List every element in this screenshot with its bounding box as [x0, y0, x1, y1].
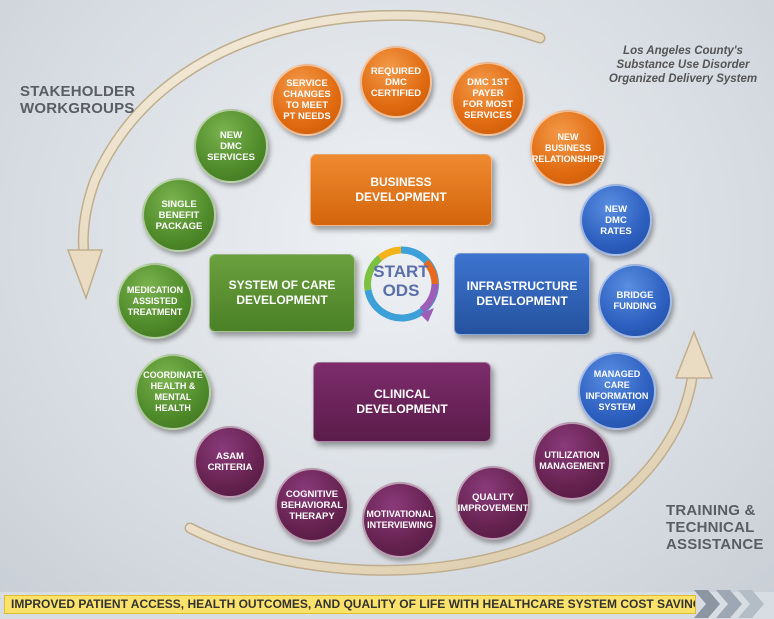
- circle-cognitive-behavioral-therapy[interactable]: COGNITIVE BEHAVIORAL THERAPY: [275, 468, 349, 542]
- start-text: START: [373, 262, 429, 281]
- start-ods-cycle-icon: [364, 246, 439, 322]
- system-of-care-development-box[interactable]: SYSTEM OF CARE DEVELOPMENT: [209, 254, 355, 332]
- circle-managed-care-information-system[interactable]: MANAGED CARE INFORMATION SYSTEM: [578, 352, 656, 430]
- training-arrowhead: [674, 329, 714, 379]
- business-development-box[interactable]: BUSINESS DEVELOPMENT: [310, 154, 492, 226]
- circle-new-dmc-services[interactable]: NEW DMC SERVICES: [194, 109, 268, 183]
- page-title: Los Angeles County's Substance Use Disor…: [608, 45, 758, 85]
- circle-single-benefit-package[interactable]: SINGLE BENEFIT PACKAGE: [142, 178, 216, 252]
- banner-text: IMPROVED PATIENT ACCESS, HEALTH OUTCOMES…: [11, 597, 696, 611]
- circle-service-changes[interactable]: SERVICE CHANGES TO MEET PT NEEDS: [271, 64, 343, 136]
- chevron-arrows-icon: [694, 590, 764, 618]
- stakeholder-arrowhead: [66, 249, 104, 301]
- ods-text: ODS: [382, 281, 420, 300]
- circle-motivational-interviewing[interactable]: MOTIVATIONAL INTERVIEWING: [362, 482, 438, 558]
- clinical-development-box[interactable]: CLINICAL DEVELOPMENT: [313, 362, 491, 442]
- circle-asam-criteria[interactable]: ASAM CRITERIA: [194, 426, 266, 498]
- cycle-arrows: [66, 9, 714, 576]
- circle-bridge-funding[interactable]: BRIDGE FUNDING: [598, 264, 672, 338]
- circle-new-dmc-rates[interactable]: NEW DMC RATES: [580, 184, 652, 256]
- circle-new-business-relationships[interactable]: NEW BUSINESS RELATIONSHIPS: [530, 110, 606, 186]
- circle-required-dmc-certified[interactable]: REQUIRED DMC CERTIFIED: [360, 46, 432, 118]
- start-ods-label: START ODS: [360, 262, 442, 300]
- training-assistance-label: TRAINING & TECHNICAL ASSISTANCE: [666, 502, 764, 553]
- outcome-banner: IMPROVED PATIENT ACCESS, HEALTH OUTCOMES…: [4, 595, 696, 614]
- circle-quality-improvement[interactable]: QUALITY IMPROVEMENT: [456, 466, 530, 540]
- circle-medication-assisted-treatment[interactable]: MEDICATION ASSISTED TREATMENT: [117, 263, 193, 339]
- circle-coordinate-health[interactable]: COORDINATE HEALTH & MENTAL HEALTH: [135, 354, 211, 430]
- circle-dmc-first-payer: DMC 1ST PAYER FOR MOST SERVICES: [451, 62, 525, 136]
- stakeholder-workgroups-label: STAKEHOLDER WORKGROUPS: [20, 83, 136, 117]
- circle-utilization-management[interactable]: UTILIZATION MANAGEMENT: [533, 422, 611, 500]
- dmc-first-payer-label: DMC 1ST PAYER FOR MOST SERVICES: [462, 77, 514, 121]
- infrastructure-development-box[interactable]: INFRASTRUCTURE DEVELOPMENT: [454, 253, 590, 335]
